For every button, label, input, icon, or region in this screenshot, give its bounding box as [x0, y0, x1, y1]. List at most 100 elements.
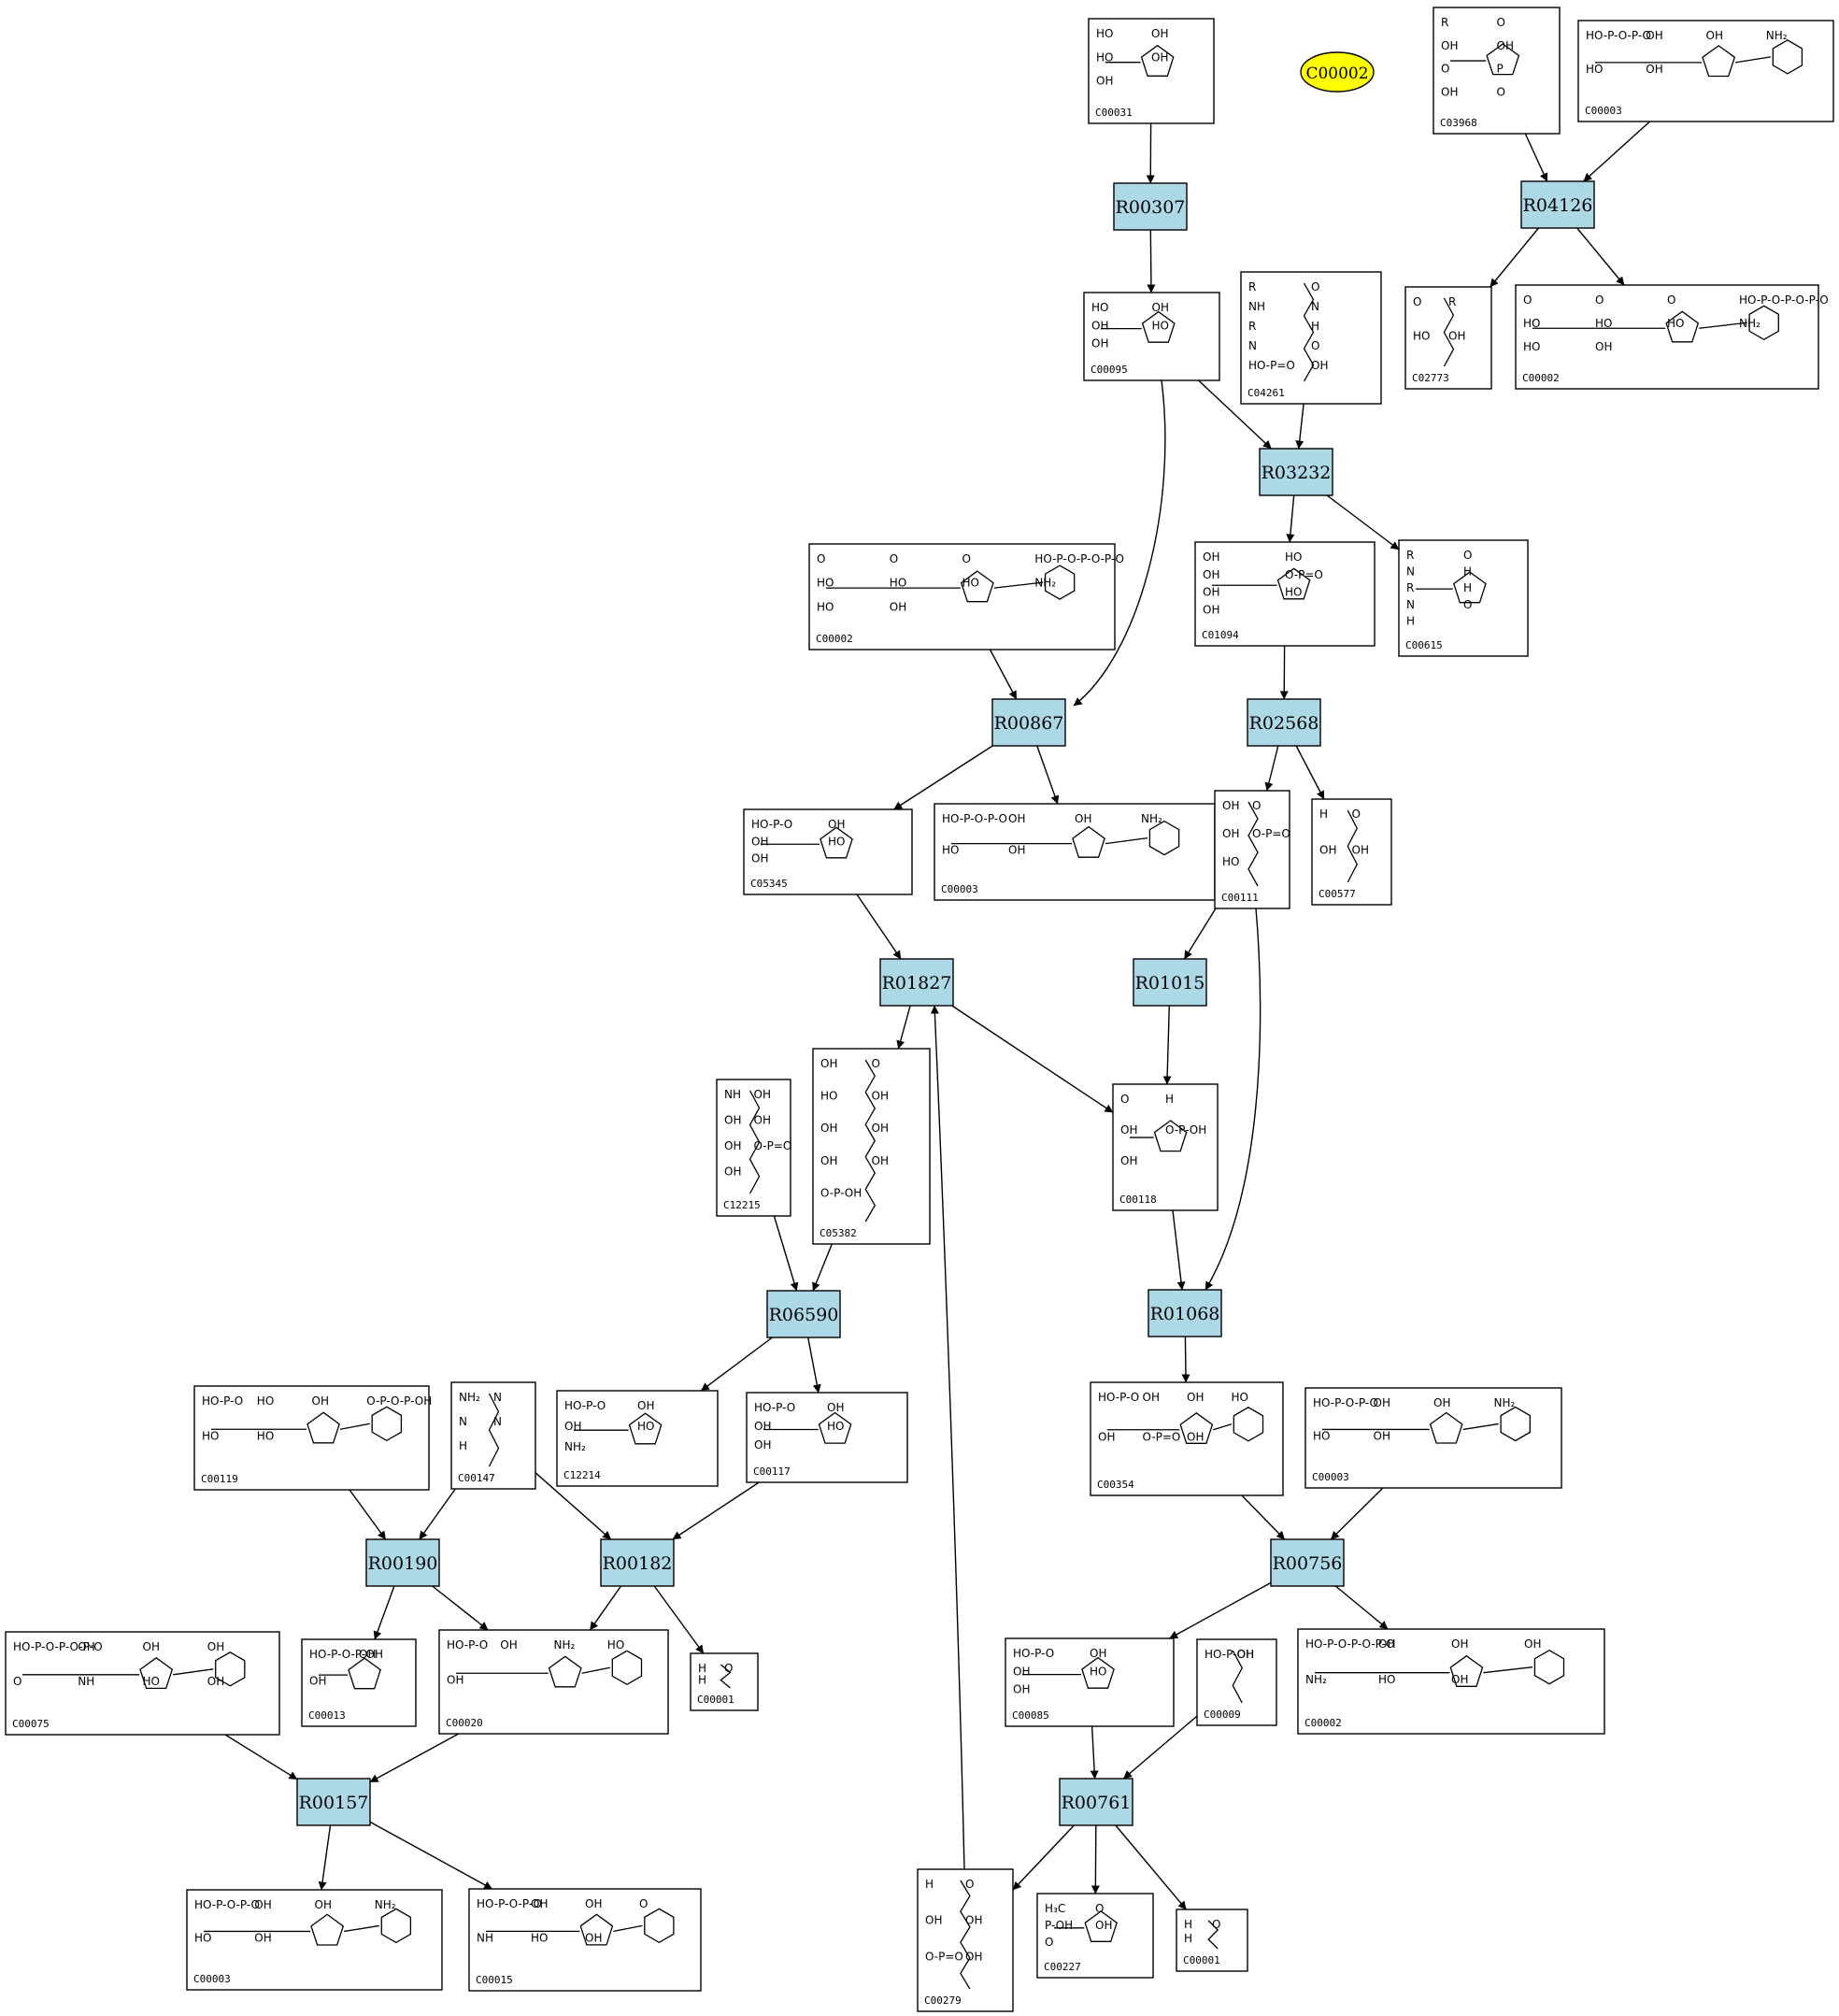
edge-c75-R00157 [224, 1734, 298, 1780]
edge-R03232-c615 [1326, 494, 1400, 550]
edge-R00190-c20 [432, 1585, 489, 1631]
orphan-compound-node[interactable]: C00002 [1300, 51, 1375, 93]
reaction-node-r06590[interactable]: R06590 [766, 1290, 841, 1338]
atom-label: O [962, 552, 971, 565]
edge-c147-R00182 [535, 1472, 612, 1540]
compound-id-label: C00003 [193, 1973, 231, 1985]
atom-label: O [1413, 295, 1421, 308]
reaction-label: R00182 [603, 1553, 673, 1574]
atom-label: OH [1374, 1396, 1390, 1409]
compound-id-label: C00003 [1585, 105, 1622, 117]
reaction-node-r00157[interactable]: R00157 [296, 1778, 371, 1826]
atom-label: HO-P-O [447, 1638, 488, 1651]
reaction-node-r02568[interactable]: R02568 [1247, 698, 1321, 747]
atom-label: OH [531, 1897, 548, 1910]
reaction-box [1059, 1778, 1133, 1826]
reaction-node-r00307[interactable]: R00307 [1113, 182, 1188, 231]
compound-box [746, 1392, 908, 1483]
reaction-node-r04126[interactable]: R04126 [1520, 180, 1595, 229]
reaction-node-r01827[interactable]: R01827 [879, 958, 954, 1007]
edge-R06590-c117 [807, 1337, 821, 1394]
compound-id-label: C00279 [924, 1995, 962, 2007]
atom-label: OH [1090, 1647, 1106, 1660]
atom-label: OH [1151, 50, 1168, 64]
reaction-node-r00182[interactable]: R00182 [600, 1538, 675, 1587]
reaction-node-r00756[interactable]: R00756 [1270, 1538, 1345, 1587]
reaction-node-r03232[interactable]: R03232 [1259, 448, 1333, 496]
atom-label: OH [447, 1674, 463, 1687]
edge-c5382-R06590 [812, 1243, 833, 1292]
atom-label: O-P=O [754, 1139, 792, 1152]
atom-label: HO-P-O [751, 818, 792, 831]
compound-id-label: C04261 [1247, 387, 1285, 399]
reaction-node-r01015[interactable]: R01015 [1133, 958, 1207, 1007]
edge-R01827-c5382 [896, 1005, 911, 1050]
compound-id-label: C12215 [723, 1199, 761, 1211]
atom-label: N [1311, 300, 1319, 313]
atom-label: O-P-O-P-OH [366, 1394, 432, 1408]
reaction-box [766, 1290, 841, 1338]
atom-label: HO [1413, 330, 1430, 343]
orphan-compound-label: C00002 [1305, 64, 1368, 83]
atom-label: H [1184, 1918, 1192, 1931]
atom-label: OH [1706, 29, 1723, 42]
atom-label: OH [1091, 319, 1108, 332]
reaction-label: R06590 [769, 1305, 839, 1325]
reaction-node-r00867[interactable]: R00867 [991, 698, 1066, 747]
edge-c3968-R04126 [1524, 133, 1548, 182]
atom-label: N [1406, 598, 1415, 611]
reaction-node-r00190[interactable]: R00190 [365, 1538, 440, 1587]
compound-id-label: C00002 [1522, 372, 1560, 384]
reaction-node-r01068[interactable]: R01068 [1148, 1289, 1222, 1337]
atom-label: OH [751, 835, 768, 848]
edge-c85-R00761 [1090, 1725, 1099, 1780]
compound-box [1112, 1083, 1219, 1211]
edge-R04126-c2a [1576, 227, 1625, 286]
atom-label: OH [1222, 827, 1239, 840]
atom-label: O-P=O [925, 1950, 963, 1963]
reaction-node-r00761[interactable]: R00761 [1059, 1778, 1133, 1826]
atom-label: OH [564, 1420, 581, 1433]
atom-label: NH₂ [554, 1638, 576, 1651]
atom-label: OH [872, 1122, 889, 1135]
